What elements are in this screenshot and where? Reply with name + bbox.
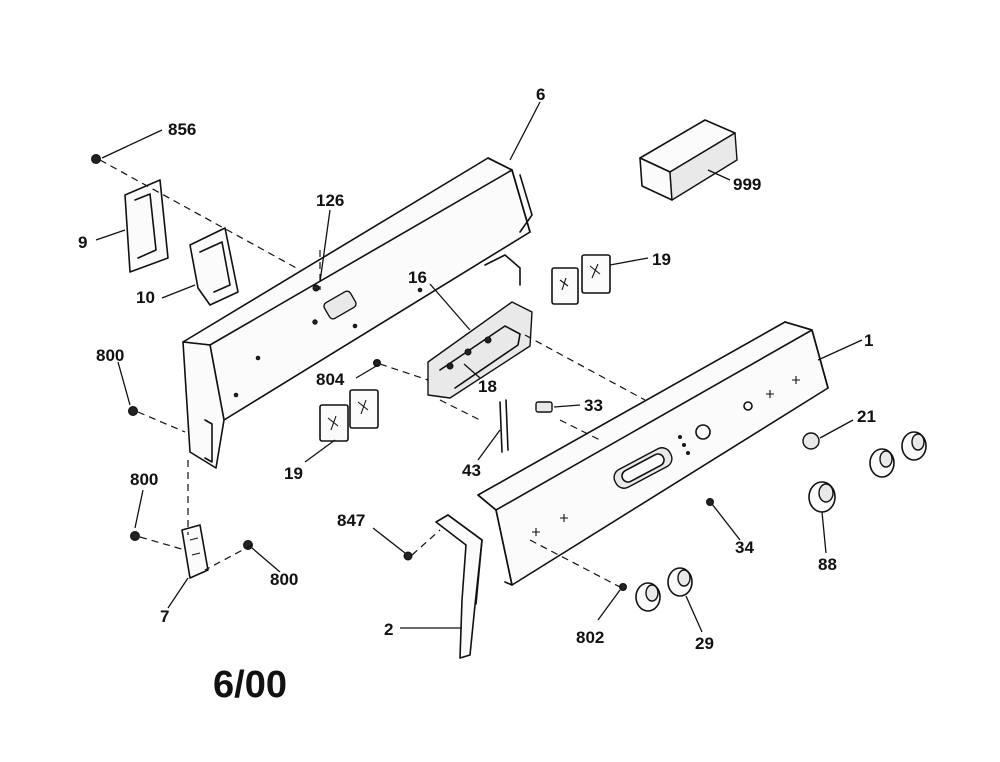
label-800-middle: 800 [130, 470, 158, 489]
label-33: 33 [584, 396, 603, 415]
label-18: 18 [478, 377, 497, 396]
end-bracket-2 [435, 514, 483, 659]
knob-upper-left [869, 448, 895, 478]
label-29: 29 [695, 634, 714, 653]
date-code: 6/00 [213, 664, 287, 706]
label-2: 2 [384, 620, 393, 639]
label-802: 802 [576, 628, 604, 647]
clip-33 [535, 401, 553, 413]
label-800-upper: 800 [96, 346, 124, 365]
label-1: 1 [864, 331, 873, 350]
assembly-lines [99, 159, 646, 588]
label-21: 21 [857, 407, 876, 426]
knobs [635, 431, 927, 612]
label-88: 88 [818, 555, 837, 574]
bracket-9 [124, 179, 169, 273]
label-999: 999 [733, 175, 761, 194]
bracket-7 [181, 524, 209, 579]
switch-pair-lower [319, 389, 379, 442]
knob-29-left [635, 582, 661, 612]
leader-lines [95, 101, 863, 633]
label-847: 847 [337, 511, 365, 530]
label-856: 856 [168, 120, 196, 139]
label-19-upper: 19 [652, 250, 671, 269]
back-panel [182, 157, 533, 469]
knob-21 [802, 432, 820, 450]
label-9: 9 [78, 233, 87, 252]
label-10: 10 [136, 288, 155, 307]
control-board [427, 301, 533, 399]
package-box [639, 119, 738, 201]
callout-labels: 856 9 10 126 6 999 19 16 1 800 804 18 33… [78, 85, 876, 653]
label-43: 43 [462, 461, 481, 480]
switch-pair-upper [551, 254, 611, 305]
label-7: 7 [160, 607, 169, 626]
label-19-lower: 19 [284, 464, 303, 483]
control-panel [477, 321, 829, 586]
knob-29-right [667, 567, 693, 597]
label-16: 16 [408, 268, 427, 287]
knob-upper-right [901, 431, 927, 461]
rod-43 [499, 399, 509, 453]
label-6: 6 [536, 85, 545, 104]
label-800-lower: 800 [270, 570, 298, 589]
screws [91, 154, 714, 591]
label-34: 34 [735, 538, 754, 557]
bracket-10 [189, 227, 239, 306]
knob-88 [808, 481, 836, 513]
label-804: 804 [316, 370, 345, 389]
label-126: 126 [316, 191, 344, 210]
